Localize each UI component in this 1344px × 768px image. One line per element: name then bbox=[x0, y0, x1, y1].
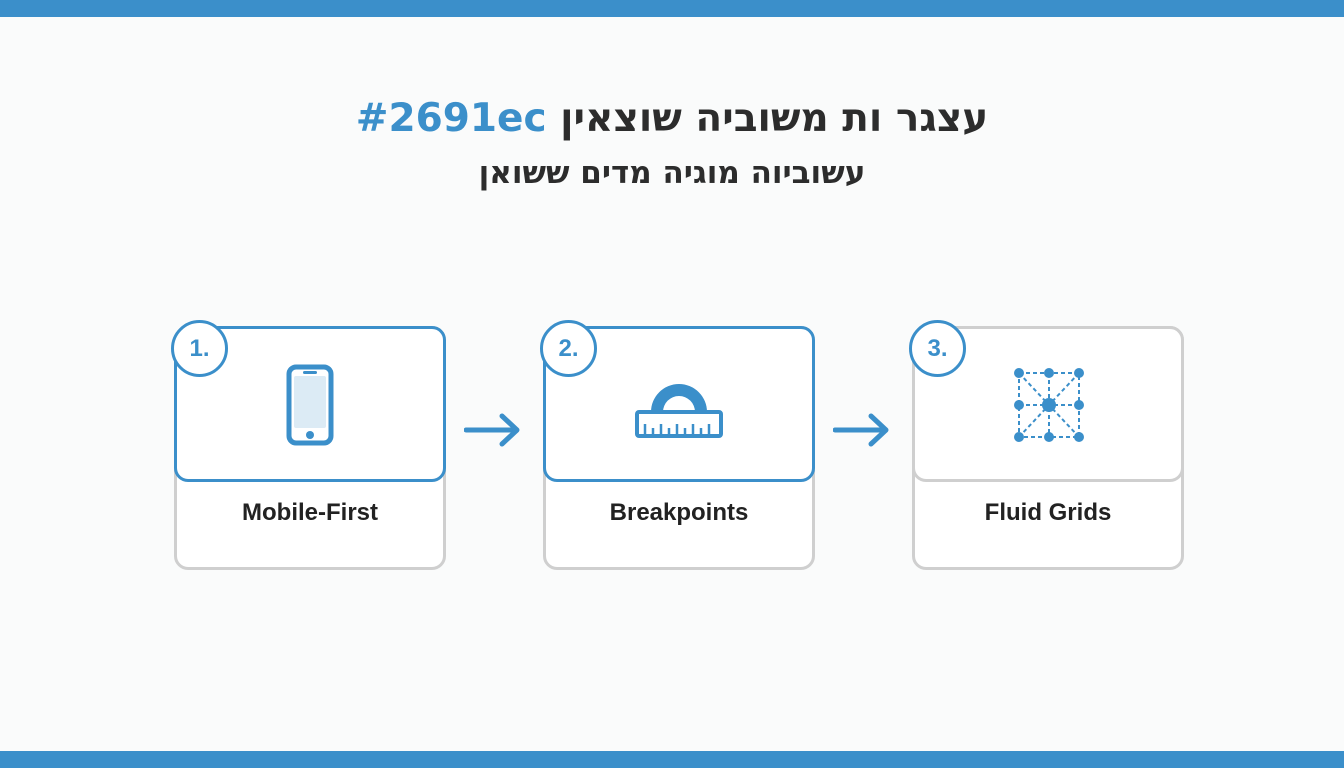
bottom-accent-bar bbox=[0, 751, 1344, 768]
top-accent-bar bbox=[0, 0, 1344, 17]
step-card-mobile-first: 1. Mobile-First bbox=[171, 320, 446, 570]
step-label: Fluid Grids bbox=[984, 499, 1112, 526]
step-number-badge: 1. bbox=[171, 320, 228, 377]
step-card-breakpoints: 2. Breakpoints bbox=[540, 320, 815, 570]
title-text: עצגר ות משוביה שוצאין bbox=[560, 96, 989, 141]
ruler-icon bbox=[635, 384, 723, 438]
page-subtitle: עשוביוה מוגיה מדים ששואן bbox=[478, 155, 866, 191]
title-highlight: #2691ec bbox=[355, 96, 547, 141]
page-title: #2691ec עצגר ות משוביה שוצאין bbox=[0, 94, 1344, 144]
arrow-right-icon bbox=[833, 413, 889, 447]
step-number-badge: 3. bbox=[909, 320, 966, 377]
step-card-fluid-grids: 3. Fluid Grids bbox=[909, 320, 1184, 570]
mobile-phone-icon bbox=[286, 364, 334, 446]
step-label: Breakpoints bbox=[609, 499, 749, 526]
arrow-right-icon bbox=[464, 413, 520, 447]
grid-network-icon bbox=[1014, 368, 1084, 442]
step-number-badge: 2. bbox=[540, 320, 597, 377]
step-label: Mobile-First bbox=[242, 499, 378, 526]
